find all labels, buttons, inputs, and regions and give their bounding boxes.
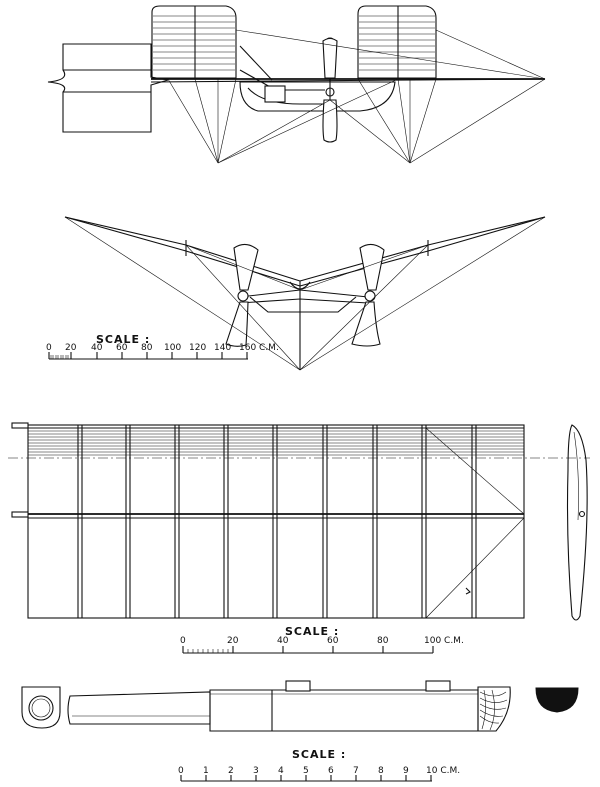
scale-tick-label: 40 — [277, 636, 289, 646]
scale-tick-label: 20 — [227, 636, 239, 646]
scale-title: SCALE : — [96, 333, 150, 346]
spar-cross-section — [535, 687, 579, 713]
scale-tick-label: 60 — [116, 343, 128, 353]
scale-bar-bottom: SCALE : 0 1 2 3 4 5 6 7 8 9 10 C.M. — [178, 748, 460, 782]
bracing-wires — [167, 29, 546, 164]
scale-tick-label: 160 C.M. — [239, 343, 279, 353]
tail-fin — [47, 43, 169, 133]
scale-tick-label: 7 — [353, 766, 359, 776]
scale-tick-label: 60 — [327, 636, 339, 646]
scale-tick-label: 0 — [178, 766, 184, 776]
spar-end-view — [21, 686, 61, 729]
scale-tick-label: 100 — [164, 343, 181, 353]
scale-tick-label: 1 — [203, 766, 209, 776]
scale-title: SCALE : — [292, 748, 346, 761]
wing-ribs — [77, 425, 477, 618]
spar-body — [209, 689, 479, 732]
scale-tick-label: 0 — [180, 636, 186, 646]
scale-tick-label: 2 — [228, 766, 234, 776]
scale-tick-label: 0 — [46, 343, 52, 353]
scale-bar-top: SCALE : 0 20 40 60 80 100 120 140 — [46, 333, 279, 360]
spar-block — [285, 680, 311, 692]
leading-edge-hatching — [28, 430, 524, 456]
right-wing — [299, 216, 546, 282]
scale-tick-label: 20 — [65, 343, 77, 353]
scale-tick-label: 80 — [377, 636, 389, 646]
scale-tick-label: 100 C.M. — [424, 636, 464, 646]
scale-tick-label: 3 — [253, 766, 259, 776]
wing-outline — [27, 424, 525, 619]
scale-tick-label: 40 — [91, 343, 103, 353]
left-propeller — [225, 243, 259, 347]
scale-tick-label: 9 — [403, 766, 409, 776]
front-elevation: SCALE : 0 20 40 60 80 100 120 140 — [46, 216, 546, 371]
front-cell — [151, 5, 237, 79]
spar-tube — [67, 691, 211, 725]
rear-cell — [357, 5, 437, 79]
scale-tick-label: 5 — [303, 766, 309, 776]
scale-tick-label: 120 — [189, 343, 206, 353]
scale-tick-label: 6 — [328, 766, 334, 776]
spar-detail: SCALE : 0 1 2 3 4 5 6 7 8 9 10 C.M. — [21, 680, 579, 782]
scale-tick-label: 4 — [278, 766, 284, 776]
propeller-side — [322, 37, 338, 143]
wing-profile — [566, 424, 588, 621]
scale-tick-label: 8 — [378, 766, 384, 776]
scale-tick-label: 140 — [214, 343, 231, 353]
scale-bar-wing: SCALE : 0 20 40 60 80 100 C.M. — [180, 625, 464, 654]
wing-plan: SCALE : 0 20 40 60 80 100 C.M. — [8, 422, 590, 654]
spar-block — [425, 680, 451, 692]
scale-tick-label: 80 — [141, 343, 153, 353]
scale-tick-label: 10 C.M. — [426, 766, 460, 776]
spar-wood-end — [477, 686, 511, 732]
scale-title: SCALE : — [285, 625, 339, 638]
side-elevation — [47, 5, 546, 164]
right-propeller — [351, 243, 385, 347]
nacelle — [239, 81, 396, 112]
